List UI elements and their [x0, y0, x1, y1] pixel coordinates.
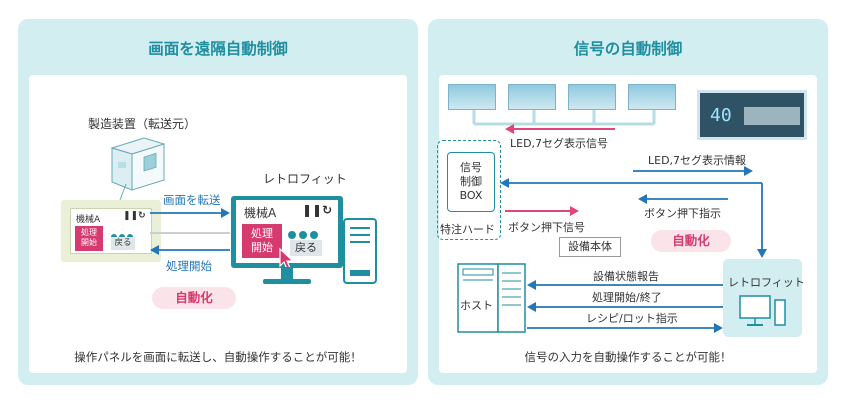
device-label: 製造装置（転送元） [88, 117, 197, 131]
large-process-start-button[interactable]: 処理 開始 [242, 224, 282, 258]
large-indicator-dots [288, 224, 334, 239]
right-footer: 信号の入力を自動操作することが可能！ [524, 350, 732, 364]
signal-box-label: 信号 制御 BOX [459, 161, 483, 202]
small-pause-icon: ❚❚↻ [123, 211, 146, 221]
display-readout: 40 [710, 105, 732, 126]
small-indicator-dots [111, 225, 147, 240]
retrofit-label-right: レトロフィット [728, 276, 805, 289]
transfer-label: 画面を転送 [163, 193, 221, 207]
recipe-arrow [527, 323, 723, 333]
special-hardware-box [437, 140, 501, 240]
large-back-button[interactable]: 戻る [290, 240, 322, 256]
led-info-label: LED,7セグ表示情報 [648, 154, 747, 167]
equipment-unit [508, 84, 556, 110]
small-back-button[interactable]: 戻る [111, 237, 135, 250]
led-info-arrow [633, 166, 753, 176]
status-report-label: 設備状態報告 [593, 270, 659, 283]
right-panel-title: 信号の自動制御 [573, 40, 683, 58]
large-pause-icon: ❚❚↻ [302, 203, 333, 217]
start-end-label: 処理開始/終了 [592, 291, 662, 304]
transfer-arrow [150, 208, 230, 218]
left-footer: 操作パネルを画面に転送し、自動操作することが可能！ [74, 350, 362, 364]
recipe-label: レシピ/ロット指示 [586, 312, 678, 325]
start-end-arrow [527, 302, 723, 312]
small-process-start-button[interactable]: 処理 開始 [75, 226, 103, 251]
equipment-unit [628, 84, 676, 110]
retrofit-box-right: レトロフィット [723, 259, 805, 337]
seven-segment-display: 40 [697, 90, 807, 140]
button-instruction-arrow [638, 194, 728, 204]
large-machine-panel: 機械A ❚❚↻ 処理 開始 戻る [236, 200, 338, 263]
manufacturing-device-icon [110, 137, 166, 191]
large-machine-name: 機械A [244, 206, 277, 220]
button-instruction-label: ボタン押下指示 [644, 207, 721, 220]
button-signal-label: ボタン押下信号 [508, 221, 585, 234]
device-connector-line [119, 183, 127, 201]
host-machine-icon [457, 263, 526, 333]
auto-badge-right: 自動化 [651, 230, 731, 252]
gray-link-line [150, 232, 230, 234]
led-signal-label: LED,7セグ表示信号 [510, 137, 609, 150]
retrofit-label-left: レトロフィット [263, 172, 347, 186]
signal-control-box: 信号 制御 BOX [447, 152, 495, 212]
led-signal-arrow [505, 124, 615, 134]
monitor-stand [263, 267, 311, 284]
button-signal-arrow [505, 206, 579, 216]
special-hardware-label: 特注ハード [440, 223, 495, 236]
left-panel-title: 画面を遠隔自動制御 [148, 40, 288, 58]
process-start-label: 処理開始 [166, 259, 212, 273]
pc-tower-icon [343, 218, 377, 284]
host-label: ホスト [460, 299, 493, 312]
equipment-unit [568, 84, 616, 110]
retrofit-pc-icon [739, 295, 786, 326]
status-report-arrow [527, 280, 723, 290]
process-start-arrow [150, 245, 230, 255]
equipment-unit [448, 84, 496, 110]
equipment-body-box: 設備本体 [559, 237, 621, 257]
display-buttons [744, 107, 800, 125]
equipment-row [448, 84, 678, 112]
box-to-retrofit-line [500, 178, 767, 258]
auto-badge-left: 自動化 [152, 287, 236, 309]
small-machine-name: 機械A [76, 215, 101, 225]
small-machine-panel: 機械A ❚❚↻ 処理 開始 戻る [70, 208, 152, 254]
equipment-bus-lines [472, 110, 656, 126]
